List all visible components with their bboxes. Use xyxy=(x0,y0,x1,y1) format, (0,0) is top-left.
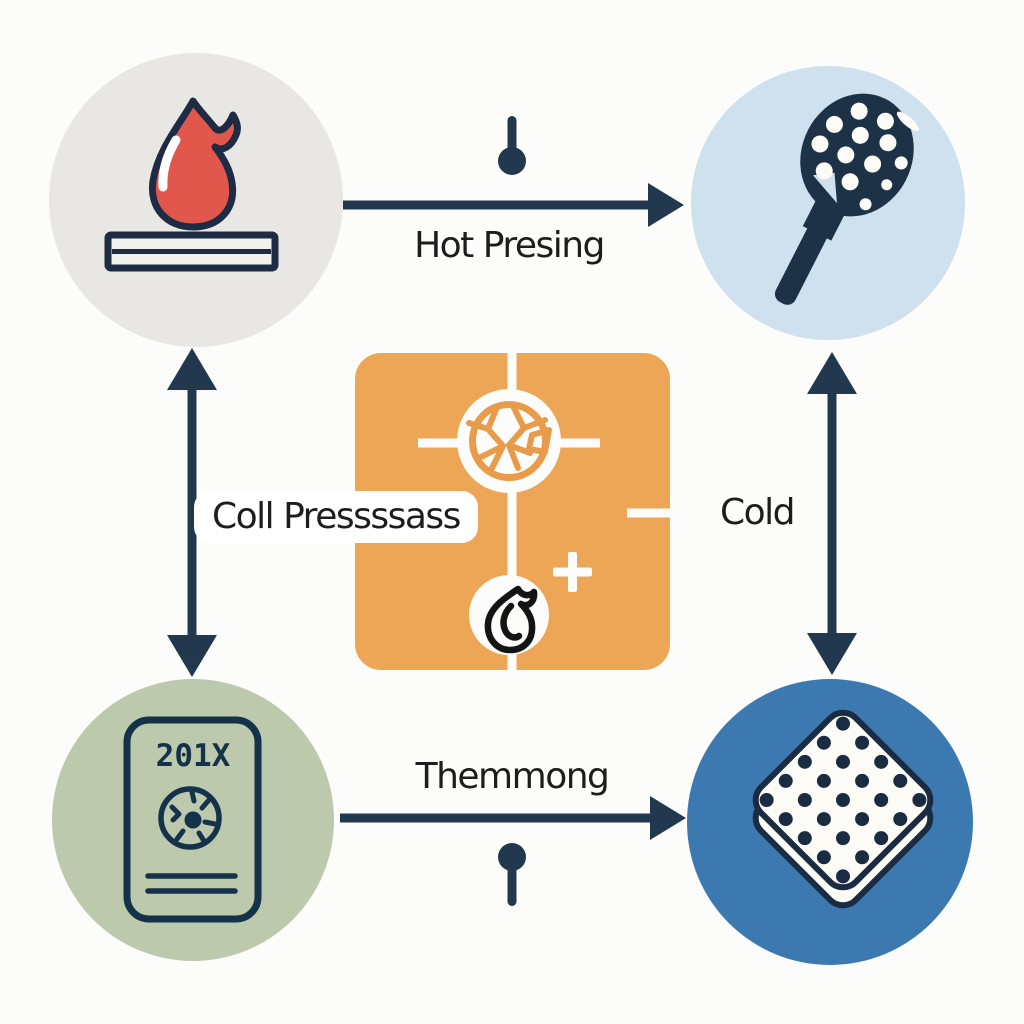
right-edge-tick xyxy=(627,508,670,518)
paddle-holes xyxy=(811,102,908,211)
flame-outline-icon xyxy=(469,575,549,655)
edge-label-hot-pressing: Hot Presing xyxy=(414,225,605,266)
edge-label-cold-pressing: Coll Pressssass xyxy=(194,491,478,543)
center-core-tile xyxy=(355,353,670,670)
arrow-top-right-icon xyxy=(343,183,684,227)
flame-icon xyxy=(148,97,241,231)
center-vertical-line xyxy=(507,353,517,670)
plus-icon xyxy=(553,552,592,592)
edge-label-thermoforming: Themmong xyxy=(415,756,610,797)
press-plate-icon xyxy=(104,231,279,272)
certificate-year-text: 201X xyxy=(156,738,231,774)
certificate-icon: 201X xyxy=(123,716,262,923)
gear-wheel-icon xyxy=(158,786,222,850)
arrow-bottom-right-icon xyxy=(340,796,686,840)
arrow-left-double-icon xyxy=(167,348,217,677)
core-holes xyxy=(759,716,927,884)
cracked-globe-icon xyxy=(457,389,561,493)
edge-label-cold: Cold xyxy=(719,492,796,533)
thermometer-pin-bottom-icon xyxy=(498,843,526,906)
pickleball-paddle-icon xyxy=(774,93,919,305)
document-lines xyxy=(145,873,238,894)
arrow-right-double-icon xyxy=(807,352,857,675)
thermometer-pin-top-icon xyxy=(498,116,526,175)
core-sheet-icon xyxy=(752,709,934,909)
